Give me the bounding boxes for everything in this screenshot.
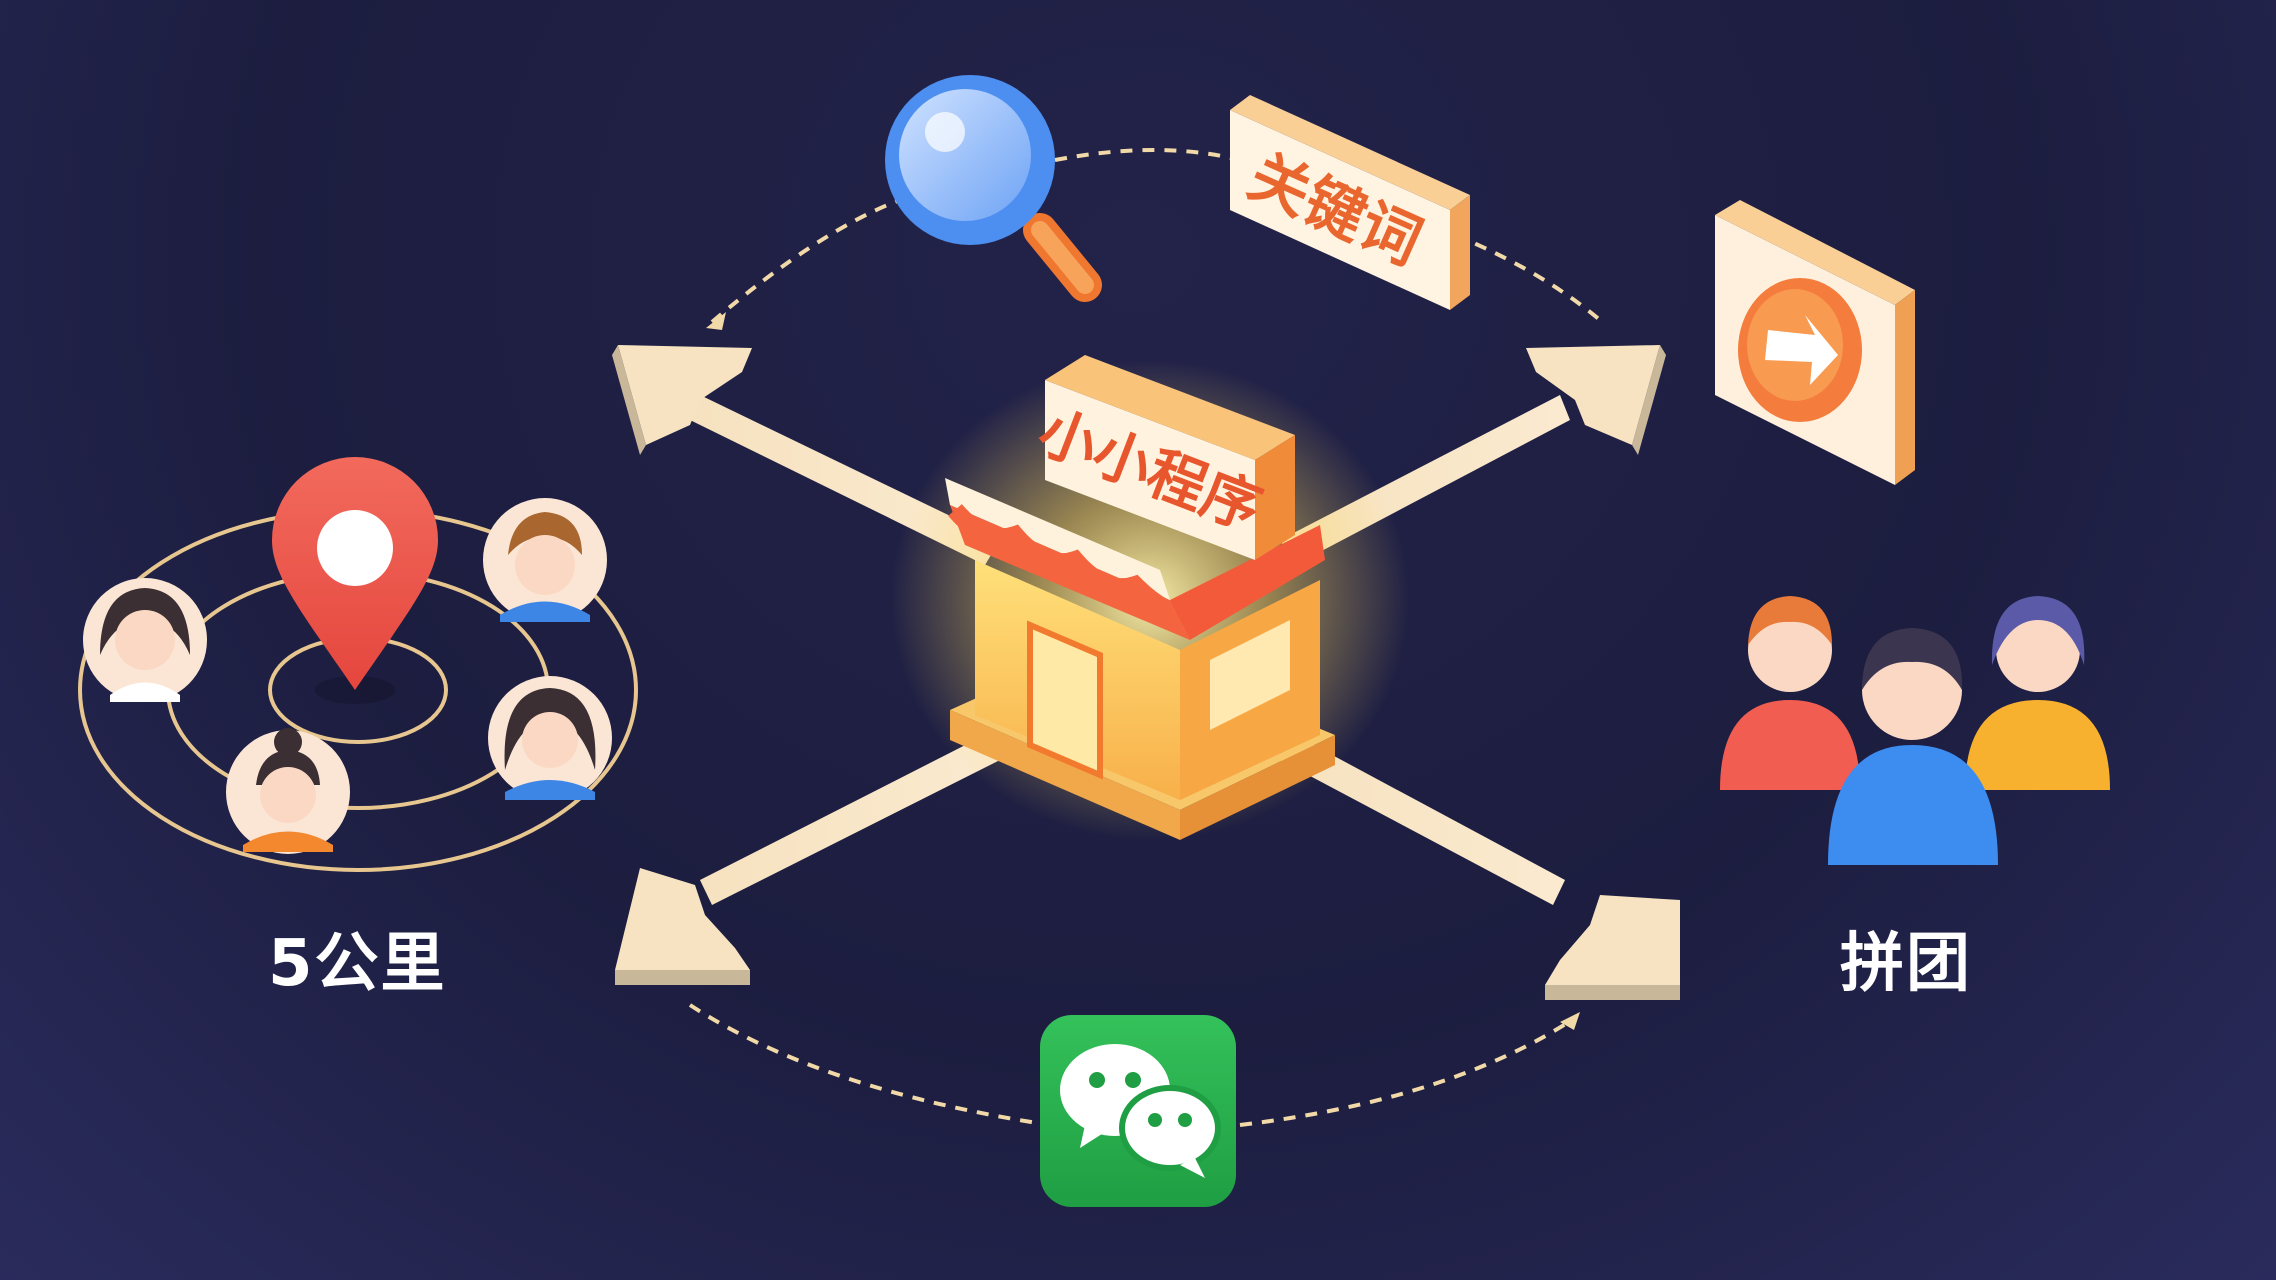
keyword-tag: 关键词 [1230,95,1470,310]
arc-arrowhead-bottom-right [1560,1012,1580,1030]
wechat-icon [1040,1015,1236,1207]
magnifier-icon [885,75,1102,302]
arc-segment-bottom-left [688,1003,1051,1127]
share-arrow-icon [1715,200,1915,485]
group-people-icon [1720,596,2110,865]
arc-segment-top-right [1454,233,1602,322]
arc-segment-bottom-right [1239,1016,1577,1127]
group-person-left [1720,596,1860,790]
person-avatar-1 [83,578,207,702]
person-avatar-2 [483,498,607,622]
person-avatar-3 [226,728,350,854]
storefront-icon: 小小程序 [945,355,1335,840]
group-buy-label: 拼团 [1840,927,1972,1001]
person-avatar-4 [488,676,612,800]
group-person-right [1965,596,2110,790]
group-person-center [1828,628,1998,865]
arrow-bottom-right [1280,735,1680,1000]
arc-arrowhead-top-left [706,312,726,330]
distance-label: 5公里 [268,927,447,1001]
arrow-bottom-left [615,735,1000,985]
arc-segment-top-left [710,198,901,324]
arc-segment-top-middle [1054,148,1241,162]
dashed-arc-top [688,148,1602,1127]
